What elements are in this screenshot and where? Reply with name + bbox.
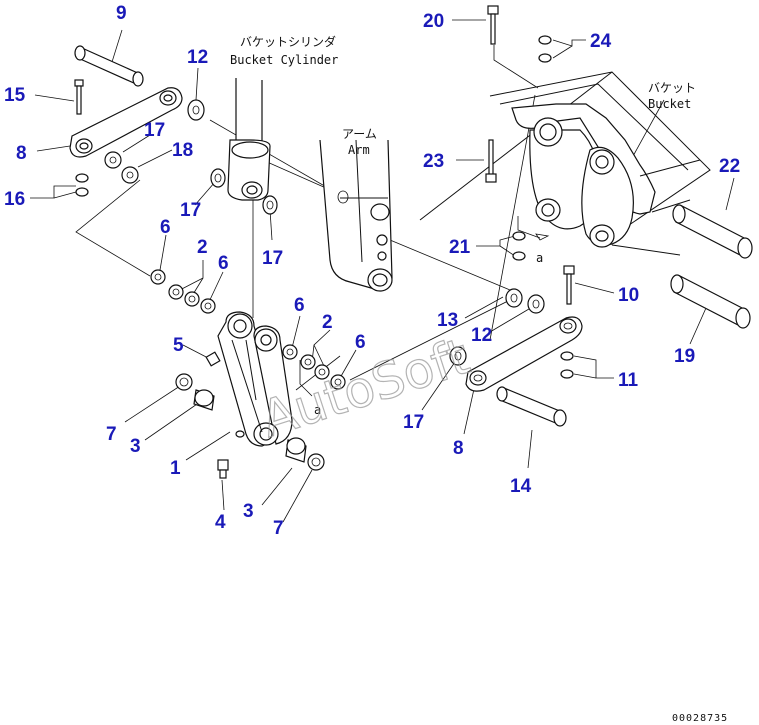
nuts-11 (560, 351, 574, 379)
bucket-cylinder (227, 78, 271, 201)
arm (319, 139, 393, 292)
callout-17d: 17 (403, 412, 424, 433)
bolt-10 (563, 265, 575, 305)
callout-6: 6 (160, 217, 171, 238)
callout-17b: 17 (180, 200, 201, 221)
callout-6b: 6 (218, 253, 229, 274)
callout-23: 23 (423, 151, 444, 172)
callout-1: 1 (170, 458, 181, 479)
bushings-3-seals-7 (175, 373, 325, 471)
shims (104, 99, 545, 366)
reference-a-link: a (314, 403, 321, 417)
callout-5: 5 (173, 335, 184, 356)
callout-3: 3 (130, 436, 141, 457)
callout-7b: 7 (273, 518, 284, 539)
bucket-label-en: Bucket (648, 97, 691, 111)
assembly-labels: バケットシリンダ Bucket Cylinder アーム Arm バケット Bu… (230, 34, 696, 157)
grease-fittings (205, 351, 229, 479)
bolt-15 (74, 79, 84, 115)
callout-17: 17 (144, 120, 165, 141)
nuts-24 (538, 35, 552, 63)
seals-and-bushings (150, 269, 346, 390)
callout-15: 15 (4, 85, 26, 106)
callout-10: 10 (618, 285, 639, 306)
callout-8b: 8 (453, 438, 464, 459)
callout-4: 4 (215, 512, 226, 533)
callout-7: 7 (106, 424, 117, 445)
reference-a-bucket: a (536, 251, 543, 265)
callout-2: 2 (197, 237, 208, 258)
callout-21: 21 (449, 237, 471, 258)
callout-12: 12 (187, 47, 208, 68)
callout-3b: 3 (243, 501, 254, 522)
callout-11: 11 (618, 370, 639, 391)
callout-6d: 6 (355, 332, 366, 353)
callout-24: 24 (590, 31, 612, 52)
bucket-cylinder-label-jp: バケットシリンダ (240, 34, 336, 49)
callout-8: 8 (16, 143, 27, 164)
link-8-right (465, 316, 583, 392)
callout-12b: 12 (471, 325, 492, 346)
arm-label-jp: アーム (342, 127, 377, 141)
callout-22: 22 (719, 156, 740, 177)
callout-18: 18 (172, 140, 193, 161)
callout-13: 13 (437, 310, 458, 331)
pin-9 (74, 45, 144, 87)
bucket (419, 71, 711, 256)
arm-label-en: Arm (348, 143, 370, 157)
callout-20: 20 (423, 11, 444, 32)
callout-19: 19 (674, 346, 695, 367)
drawing-number: 00028735 (672, 713, 728, 724)
link-8-left (69, 87, 183, 158)
pin-14 (496, 386, 567, 427)
bolt-23 (485, 139, 497, 183)
callout-2b: 2 (322, 312, 333, 333)
pin-22 (672, 204, 753, 259)
callout-6c: 6 (294, 295, 305, 316)
nuts-16 (75, 173, 89, 197)
callout-14: 14 (510, 476, 532, 497)
bucket-cylinder-label-en: Bucket Cylinder (230, 53, 338, 67)
pin-19 (670, 274, 751, 329)
nuts-21 (512, 231, 526, 261)
callout-17c: 17 (262, 248, 283, 269)
callout-9: 9 (116, 3, 127, 24)
callout-numbers: 9 15 8 16 12 17 18 17 6 2 6 5 7 3 1 4 3 … (4, 3, 740, 539)
bucket-label-jp: バケット (648, 81, 696, 95)
reference-marks: a a (299, 216, 550, 417)
bolt-20 (487, 5, 499, 45)
callout-16: 16 (4, 189, 25, 210)
link-1 (217, 311, 293, 447)
